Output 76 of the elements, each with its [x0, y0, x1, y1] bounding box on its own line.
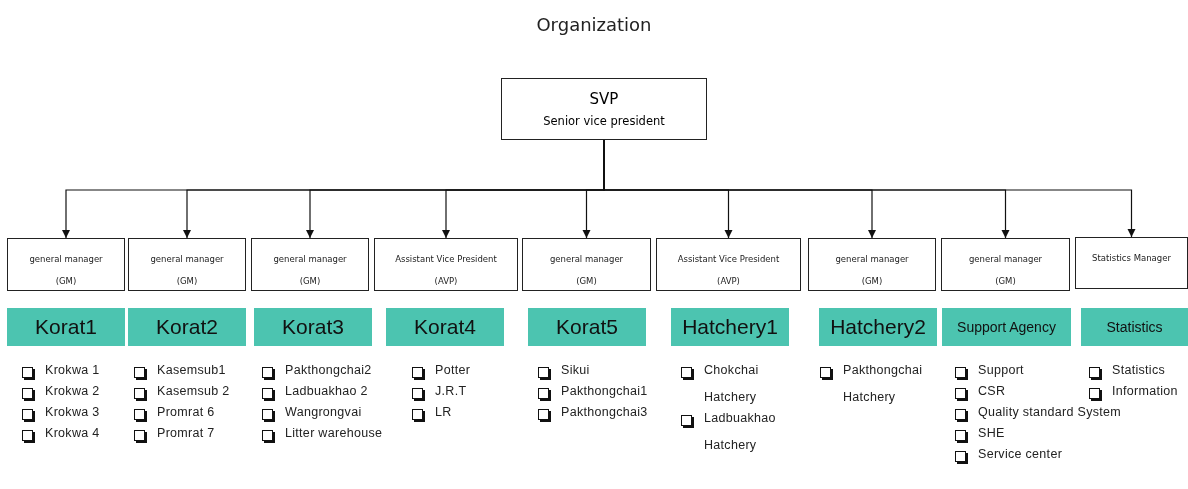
executive-box: [501, 78, 707, 140]
manager-box: [941, 238, 1070, 291]
list-item-text: Quality standard System: [978, 404, 1122, 421]
unit-name: Support Agency: [957, 319, 1056, 335]
list-item-text: Pakthongchai3: [561, 404, 648, 421]
unit-banner: [7, 308, 125, 346]
list-item-text: Service center: [978, 446, 1063, 463]
unit-banner: [819, 308, 937, 346]
manager-box: [808, 238, 936, 291]
list-item-text: Support: [978, 362, 1024, 379]
manager-box: [1075, 237, 1188, 289]
list-item-text: Kasemsub 2: [157, 383, 230, 400]
list-item-text: Krokwa 2: [45, 383, 100, 400]
list-item-text: Ladbuakhao Hatchery: [704, 410, 777, 454]
list-item-text: Statistics: [1112, 362, 1165, 379]
list-item-text: Chokchai Hatchery: [704, 362, 760, 406]
role-abbreviation: (GM): [299, 275, 321, 288]
list-item-text: LR: [435, 404, 452, 421]
list-item-text: J.R.T: [435, 383, 467, 400]
role-title: general manager: [549, 253, 624, 266]
unit-banner: [671, 308, 789, 346]
list-item-text: Information: [1112, 383, 1178, 400]
role-abbreviation: (AVP): [717, 275, 740, 288]
role-title: general manager: [273, 253, 347, 266]
list-item-text: Pakthongchai2: [285, 362, 372, 379]
list-item-text: Pakthongchai1: [561, 383, 648, 400]
list-item-text: Krokwa 1: [45, 362, 100, 379]
list-item-text: Potter: [435, 362, 471, 379]
unit-name: Hatchery2: [830, 315, 926, 339]
role-abbreviation: (GM): [55, 275, 77, 288]
unit-banner: [528, 308, 646, 346]
list-item-text: Krokwa 4: [45, 425, 100, 442]
role-title: Assistant Vice President: [677, 253, 780, 266]
list-item-text: Sikui: [561, 362, 590, 379]
role-title: Statistics Manager: [1092, 252, 1171, 265]
unit-name: Korat3: [282, 315, 344, 339]
role-abbreviation: (GM): [861, 275, 883, 288]
unit-banner: [1081, 308, 1188, 346]
list-item-text: CSR: [978, 383, 1006, 400]
unit-name: Korat2: [156, 315, 218, 339]
role-title: general manager: [150, 253, 224, 266]
role-abbreviation: (GM): [995, 275, 1016, 288]
unit-name: Statistics: [1106, 319, 1163, 335]
list-item-text: Pakthongchai Hatchery: [843, 362, 923, 406]
unit-banner: [942, 308, 1071, 346]
role-abbreviation: Senior vice president: [543, 113, 665, 130]
list-item-text: Kasemsub1: [157, 362, 226, 379]
role-title: general manager: [968, 253, 1043, 266]
list-item-text: Promrat 6: [157, 404, 215, 421]
unit-banner: [254, 308, 372, 346]
list-item-text: Ladbuakhao 2: [285, 383, 368, 400]
list-item-text: Krokwa 3: [45, 404, 100, 421]
unit-banner: [386, 308, 504, 346]
diagram-title: Organization: [535, 14, 653, 35]
list-item-text: Litter warehouse: [285, 425, 383, 442]
manager-box: [522, 238, 651, 291]
role-title: general manager: [29, 253, 103, 266]
role-title: Assistant Vice President: [395, 253, 497, 266]
manager-box: [128, 238, 246, 291]
unit-name: Korat1: [35, 315, 97, 339]
manager-box: [656, 238, 801, 291]
role-abbreviation: (GM): [176, 275, 198, 288]
role-title: SVP: [589, 89, 619, 110]
role-abbreviation: (GM): [576, 275, 597, 288]
unit-name: Korat4: [414, 315, 476, 339]
list-item-text: SHE: [978, 425, 1005, 442]
list-item-text: Promrat 7: [157, 425, 215, 442]
role-abbreviation: (AVP): [434, 275, 458, 288]
manager-box: [251, 238, 369, 291]
unit-name: Hatchery1: [682, 315, 778, 339]
unit-banner: [128, 308, 246, 346]
manager-box: [374, 238, 518, 291]
manager-box: [7, 238, 125, 291]
unit-name: Korat5: [556, 315, 618, 339]
list-item-text: Wangrongvai: [285, 404, 362, 421]
role-title: general manager: [835, 253, 909, 266]
